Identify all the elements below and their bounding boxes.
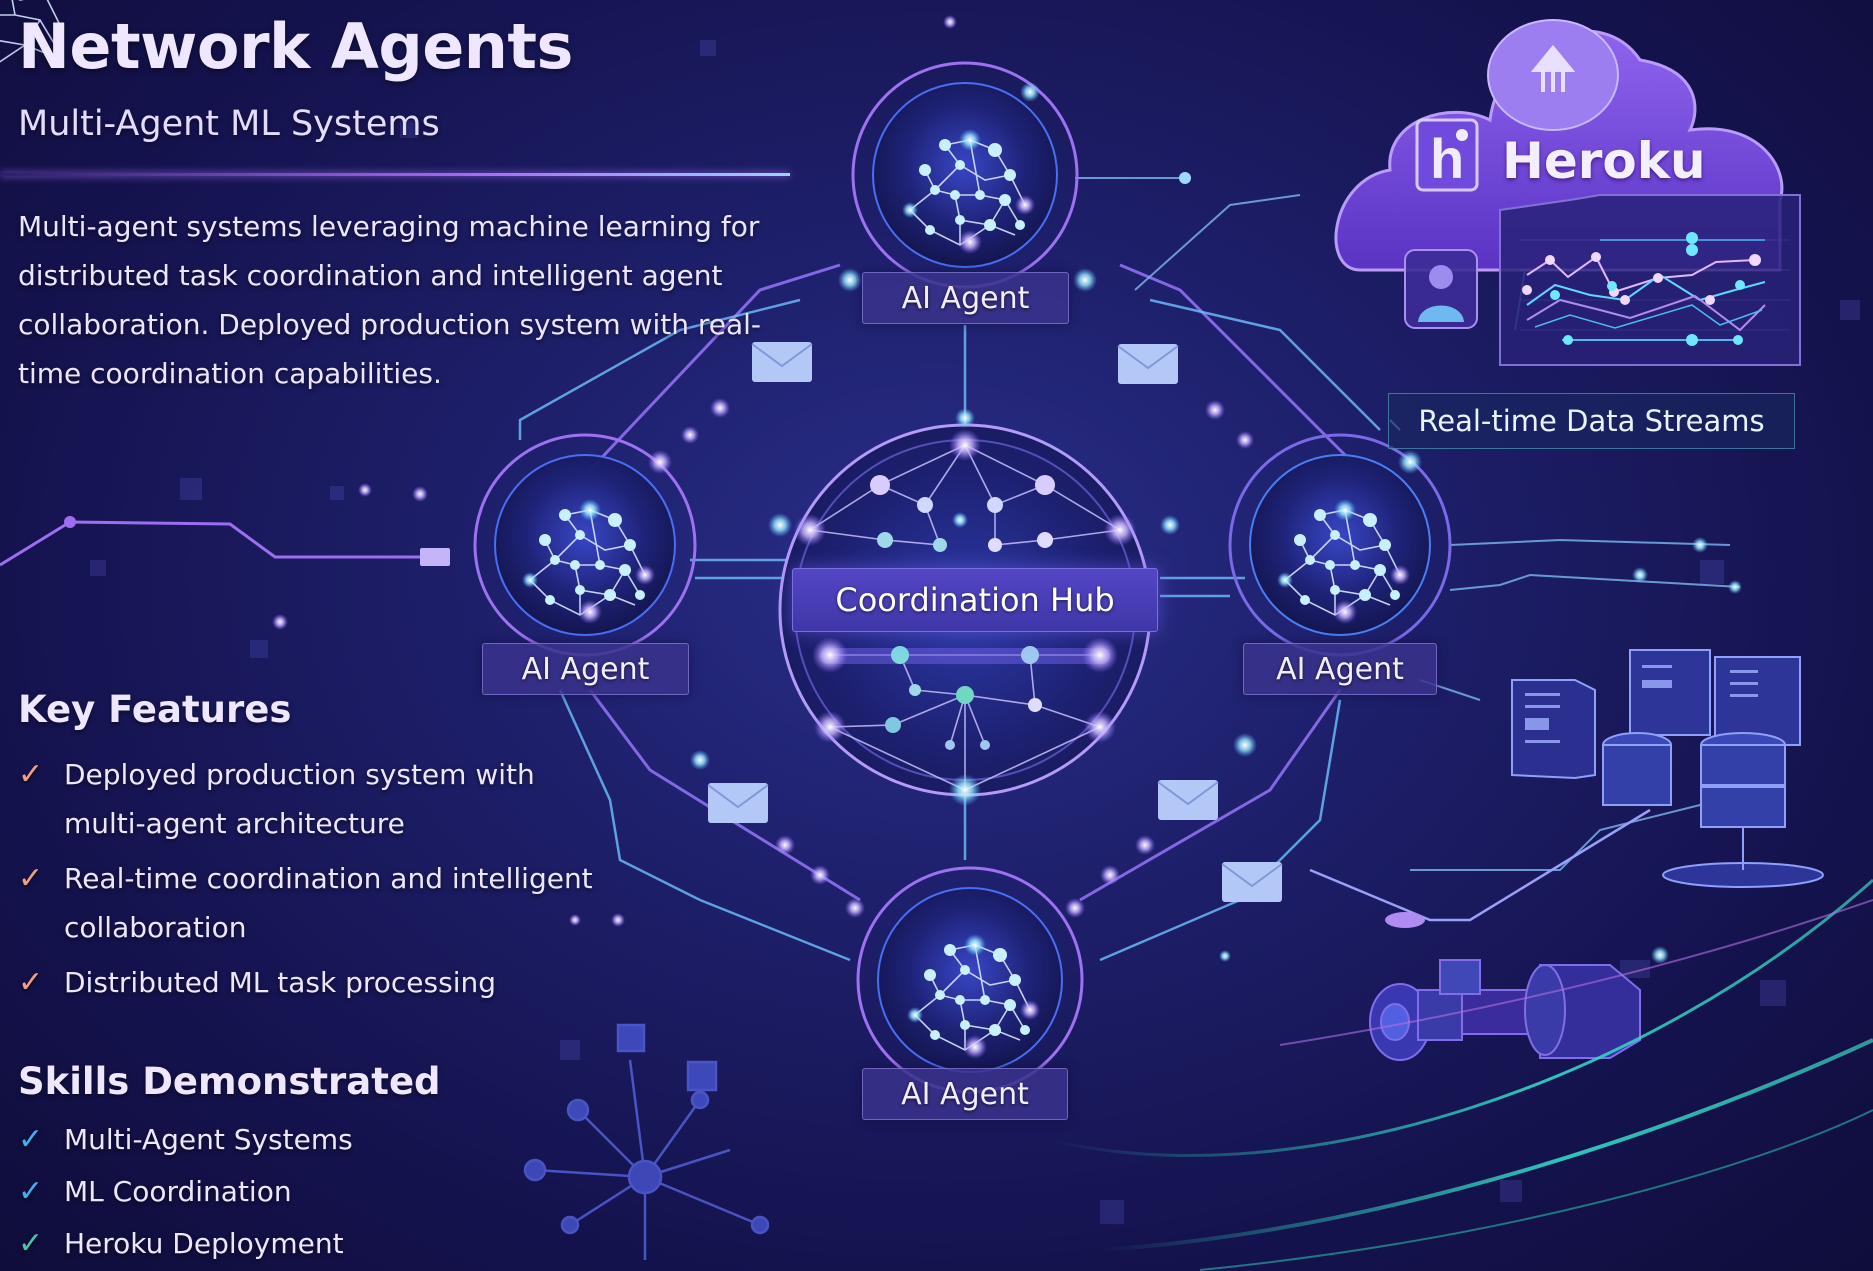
data-streams-label: Real-time Data Streams: [1388, 393, 1795, 449]
envelope-icons: [707, 342, 1283, 902]
list-item: ✓ Distributed ML task processing: [16, 958, 624, 1007]
page-subtitle: Multi-Agent ML Systems: [18, 104, 440, 144]
check-icon: ✓: [18, 1122, 44, 1157]
page-title: Network Agents: [18, 10, 573, 83]
agent-label-right: AI Agent: [1243, 643, 1437, 695]
title-divider: [0, 173, 790, 176]
heroku-brand-text: Heroku: [1502, 132, 1706, 190]
check-icon: ✓: [18, 965, 44, 1000]
skill-label: Heroku Deployment: [64, 1227, 344, 1260]
agent-bottom-graphic: [856, 866, 1084, 1094]
skill-label: Multi-Agent Systems: [64, 1123, 353, 1156]
pipeline-graphic: [1369, 959, 1641, 1061]
list-item: ✓ Heroku Deployment: [16, 1218, 353, 1270]
feature-label: Distributed ML task processing: [64, 966, 496, 999]
feature-label: Real-time coordination and intelligent c…: [64, 862, 593, 944]
check-icon: ✓: [18, 1174, 44, 1209]
agent-label-top: AI Agent: [862, 272, 1069, 324]
server-racks-graphic: [1511, 649, 1824, 888]
check-icon: ✓: [18, 757, 44, 792]
cube-network-graphic: [523, 1023, 770, 1260]
key-features-heading: Key Features: [18, 688, 292, 731]
skill-label: ML Coordination: [64, 1175, 292, 1208]
skills-list: ✓ Multi-Agent Systems ✓ ML Coordination …: [16, 1114, 353, 1270]
list-item: ✓ Real-time coordination and intelligent…: [16, 854, 624, 952]
list-item: ✓ ML Coordination: [16, 1166, 353, 1218]
description-text: Multi-agent systems leveraging machine l…: [18, 210, 762, 390]
agent-label-left: AI Agent: [482, 643, 689, 695]
feature-label: Deployed production system with multi-ag…: [64, 758, 535, 840]
agent-label-bottom: AI Agent: [862, 1068, 1068, 1120]
heroku-cloud-graphic: h: [1334, 19, 1801, 366]
coordination-hub-label: Coordination Hub: [792, 568, 1158, 632]
skills-heading: Skills Demonstrated: [18, 1060, 441, 1103]
list-item: ✓ Deployed production system with multi-…: [16, 750, 624, 848]
check-icon: ✓: [18, 1226, 44, 1261]
key-features-list: ✓ Deployed production system with multi-…: [16, 750, 624, 1013]
list-item: ✓ Multi-Agent Systems: [16, 1114, 353, 1166]
check-icon: ✓: [18, 861, 44, 896]
agent-top-graphic: [851, 61, 1079, 289]
